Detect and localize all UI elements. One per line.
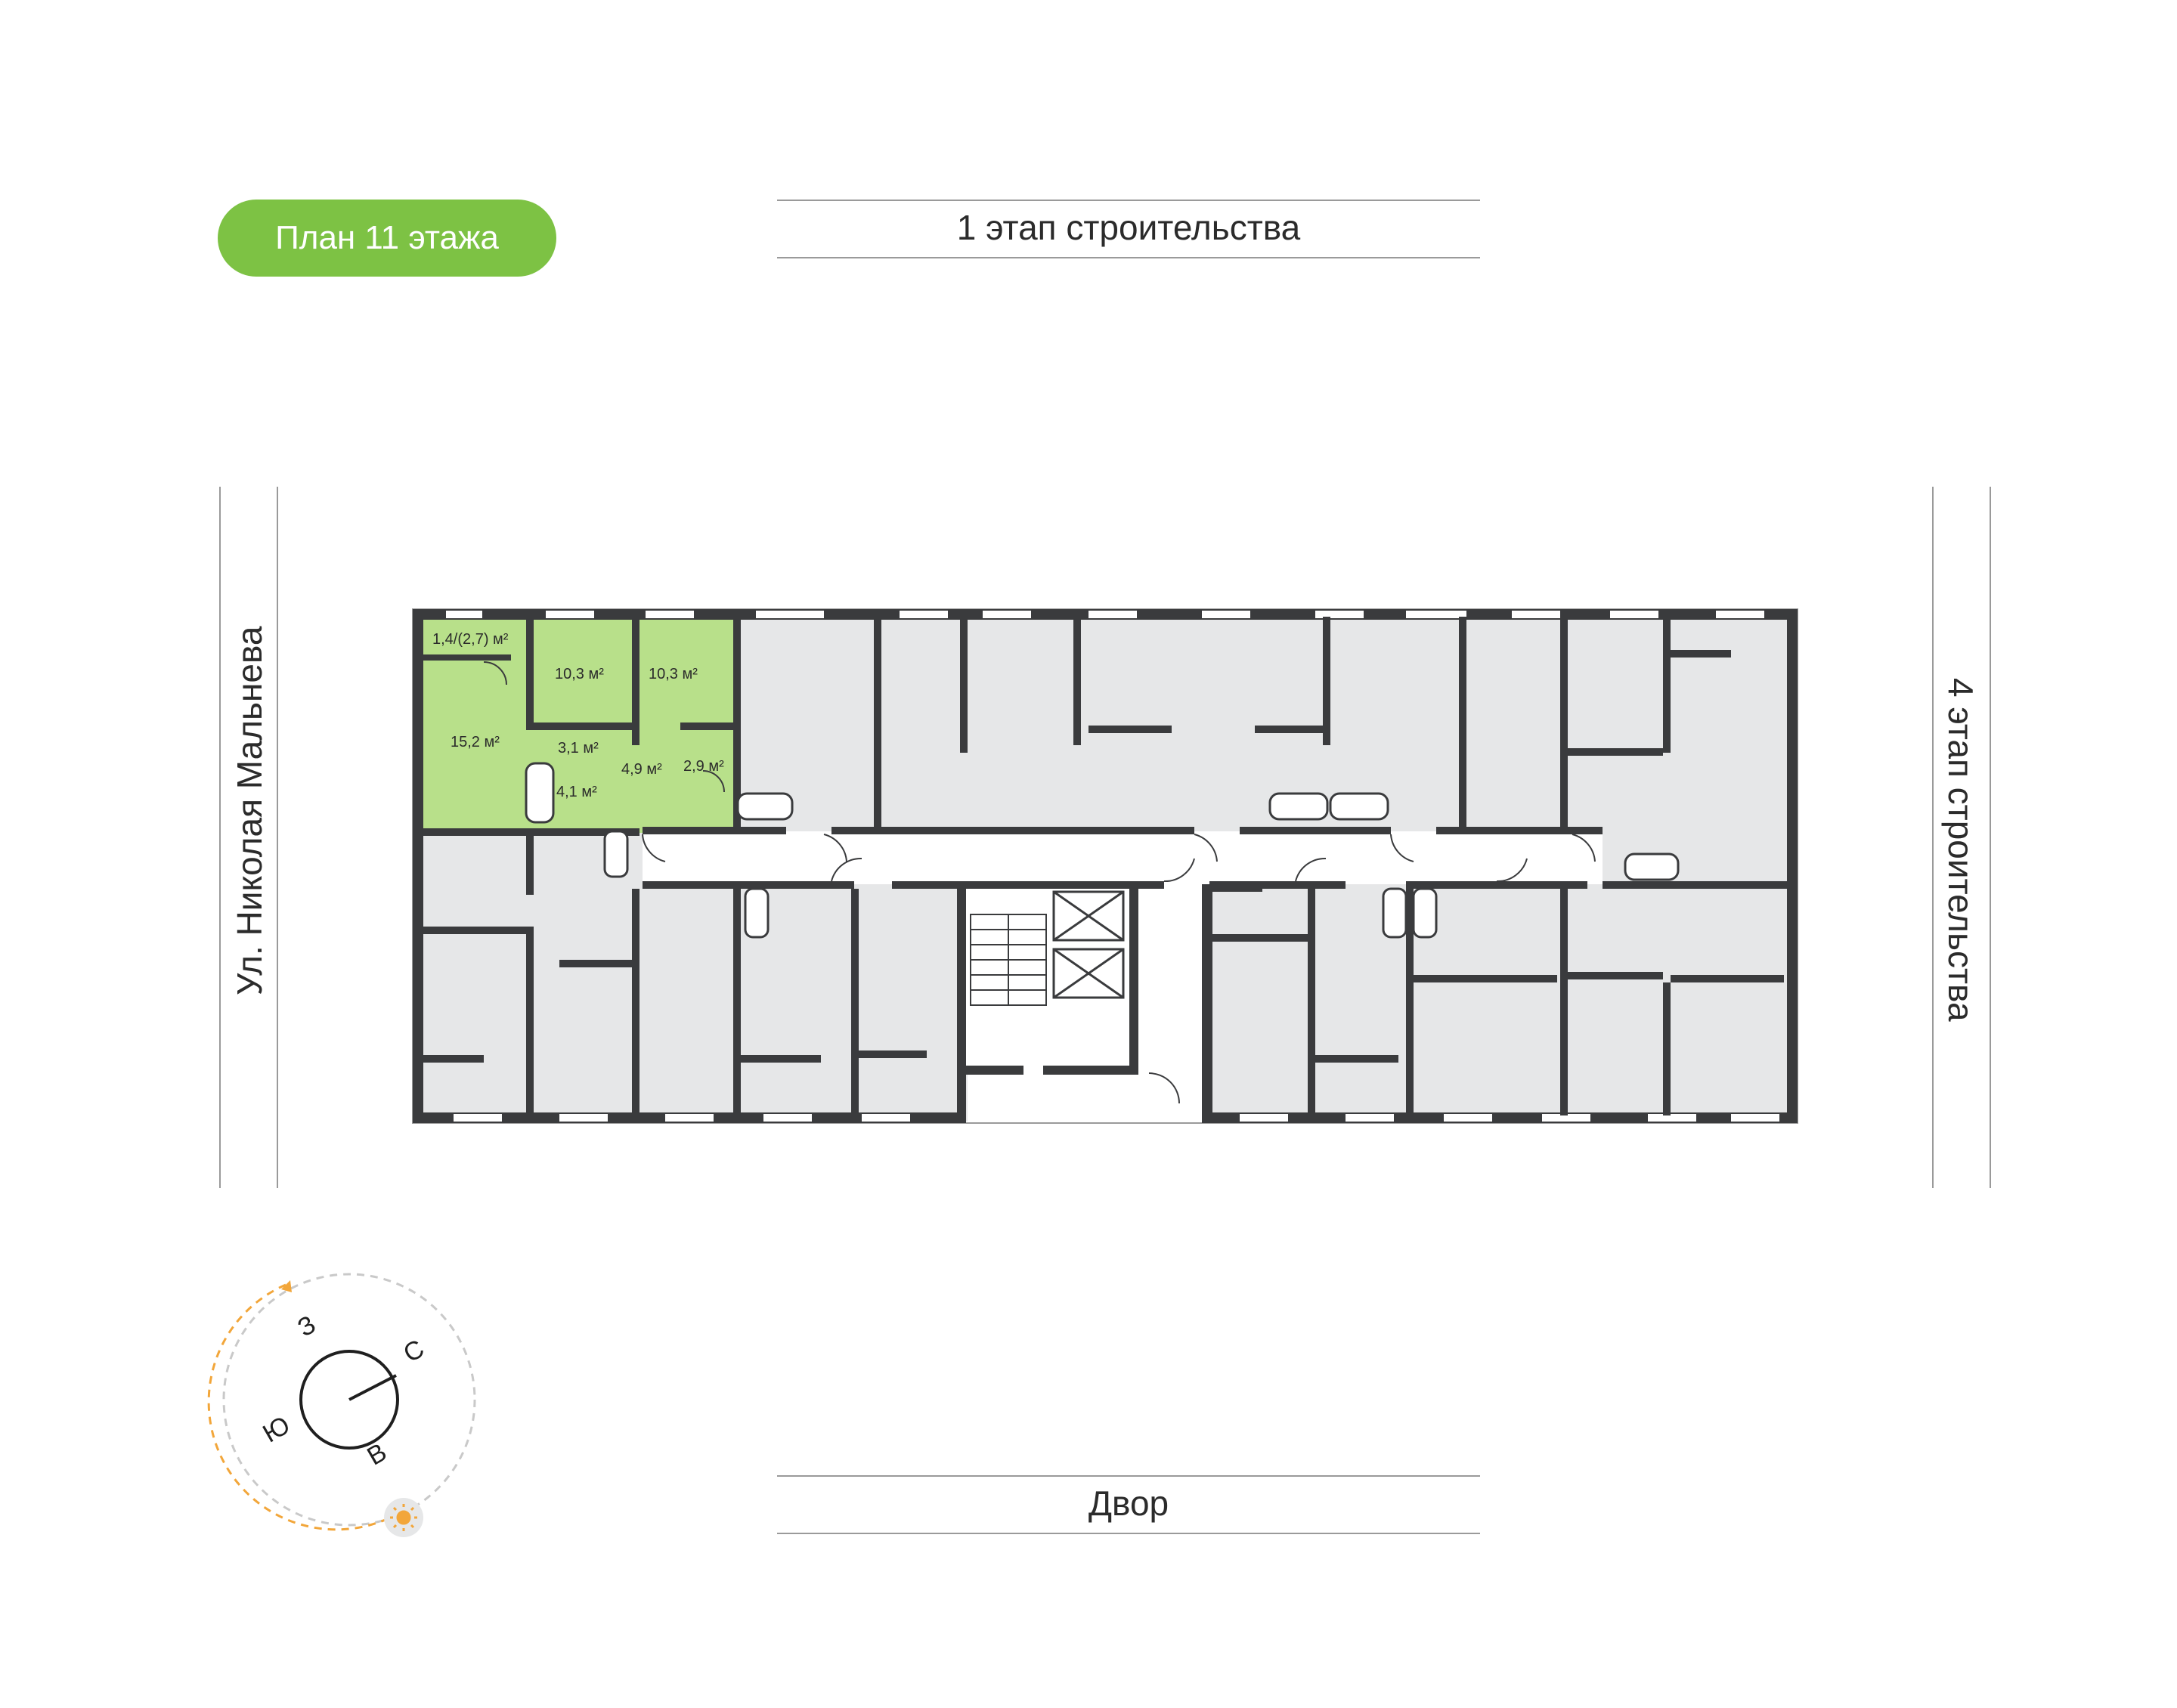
- left-line-inner: [277, 487, 278, 1188]
- compass: С Ю В З: [207, 1273, 476, 1537]
- bottom-line-lower: [777, 1533, 1480, 1534]
- room-area-room1: 10,3 м²: [555, 666, 604, 682]
- apartment-room-labels: 1,4/(2,7) м² 10,3 м² 10,3 м² 15,2 м² 3,1…: [432, 631, 724, 800]
- room-area-corridor: 4,9 м²: [621, 761, 662, 778]
- sun-path-arc: [207, 1283, 388, 1531]
- right-line-outer: [1990, 487, 1991, 1188]
- top-line-lower: [777, 257, 1480, 258]
- left-line-outer: [219, 487, 221, 1188]
- room-area-wc: 2,9 м²: [683, 758, 724, 775]
- sun-icon: [390, 1504, 417, 1531]
- compass-needle: [348, 1374, 397, 1401]
- staircase: [970, 914, 1047, 1006]
- windows-bottom: [454, 1114, 1779, 1122]
- windows-top: [446, 611, 1764, 618]
- entrance-lobby: [968, 1072, 1205, 1122]
- sun-path-arrow-icon: [281, 1280, 292, 1292]
- top-line-upper: [777, 200, 1480, 201]
- compass-south-label: Ю: [258, 1410, 295, 1448]
- compass-west-label: З: [293, 1310, 321, 1342]
- elevators: [1052, 890, 1125, 999]
- right-line-inner: [1932, 487, 1934, 1188]
- room-area-kitchen: 10,3 м²: [649, 666, 698, 682]
- floor-plan-badge: План 11 этажа: [218, 200, 556, 277]
- bathtubs: [525, 762, 1680, 939]
- room-area-balcony: 1,4/(2,7) м²: [432, 631, 509, 648]
- bottom-line-upper: [777, 1475, 1480, 1477]
- door-swings: [483, 661, 1596, 1104]
- room-area-living: 15,2 м²: [451, 734, 500, 750]
- sun-path-circle: [222, 1273, 476, 1527]
- room-area-hall: 3,1 м²: [558, 740, 599, 757]
- top-label: 1 этап строительства: [956, 208, 1301, 247]
- bottom-label: Двор: [1088, 1484, 1169, 1523]
- room-area-bath: 4,1 м²: [556, 784, 597, 800]
- interior-walls: [420, 617, 1791, 1123]
- central-corridor: [643, 831, 1603, 884]
- compass-north-label: С: [398, 1334, 429, 1368]
